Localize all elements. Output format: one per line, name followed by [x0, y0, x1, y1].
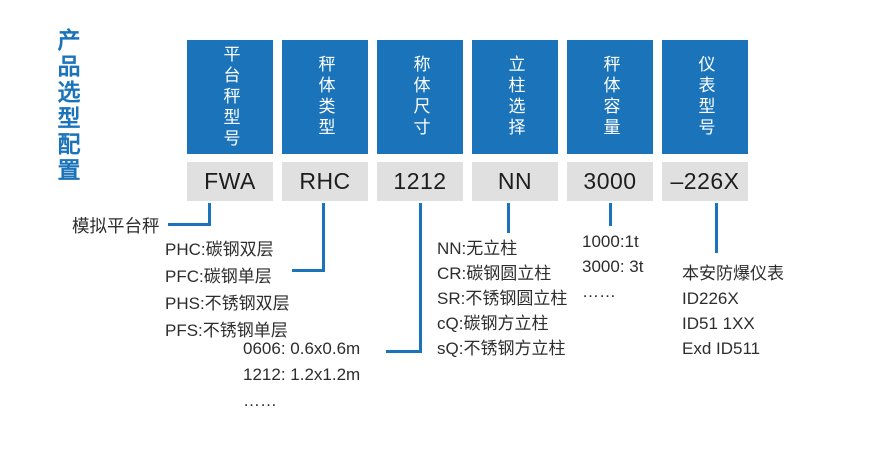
body-type-options-list: PHC:碳钢双层 PFC:碳钢单层 PHS:不锈钢双层 PFS:不锈钢单层	[165, 236, 290, 344]
indicator-option: Exd ID511	[682, 339, 761, 358]
header-weighing-body-size: 称体尺寸	[377, 40, 463, 154]
header-indicator-model-label: 仪表型号	[695, 55, 715, 139]
size-option: 0606: 0.6x0.6m	[243, 339, 361, 358]
capacity-option: ……	[582, 282, 616, 301]
page-title: 产品选型配置	[54, 28, 80, 184]
connector-col3-vertical	[419, 203, 422, 353]
code-cell-column-selection: NN	[472, 162, 558, 201]
indicator-option: ID226X	[682, 289, 739, 308]
column-options-list: NN:无立柱 CR:碳钢圆立柱 SR:不锈钢圆立柱 cQ:碳钢方立柱 sQ:不锈…	[437, 236, 567, 361]
connector-col1-horizontal	[168, 223, 211, 226]
body-type-option: PFC:碳钢单层	[165, 267, 272, 286]
indicator-options-list: 本安防爆仪表 ID226X ID51 1XX Exd ID511	[682, 261, 784, 361]
connector-col2-horizontal	[292, 269, 325, 272]
column-option: CR:碳钢圆立柱	[437, 264, 552, 283]
header-scale-body-capacity: 秤体容量	[567, 40, 653, 154]
header-indicator-model: 仪表型号	[662, 40, 748, 154]
code-cell-scale-body-type: RHC	[282, 162, 368, 201]
column-option: SR:不锈钢圆立柱	[437, 289, 568, 308]
body-type-option: PHC:碳钢双层	[165, 240, 274, 259]
header-weighing-body-size-label: 称体尺寸	[410, 55, 430, 139]
indicator-option: 本安防爆仪表	[682, 264, 784, 283]
header-column-selection: 立柱选择	[472, 40, 558, 154]
code-cell-indicator-model: –226X	[662, 162, 748, 201]
connector-col3-horizontal	[386, 350, 422, 353]
connector-col1-vertical	[208, 203, 211, 226]
connector-col5-vertical	[609, 203, 612, 226]
platform-type-label: 模拟平台秤	[72, 216, 160, 236]
header-scale-body-type: 秤体类型	[282, 40, 368, 154]
capacity-options-list: 1000:1t 3000: 3t ……	[582, 229, 643, 304]
header-scale-body-type-label: 秤体类型	[315, 55, 335, 139]
header-platform-scale-model-label: 平台秤型号	[220, 44, 240, 150]
body-type-option: PFS:不锈钢单层	[165, 321, 288, 340]
code-cell-weighing-body-size: 1212	[377, 162, 463, 201]
code-cell-platform-scale-model: FWA	[187, 162, 273, 201]
column-option: sQ:不锈钢方立柱	[437, 339, 566, 358]
size-option: ……	[243, 391, 277, 410]
body-type-option: PHS:不锈钢双层	[165, 294, 290, 313]
header-platform-scale-model: 平台秤型号	[187, 40, 273, 154]
column-option: NN:无立柱	[437, 239, 518, 258]
connector-col6-vertical	[715, 203, 718, 253]
connector-col2-vertical	[322, 203, 325, 272]
connector-col4-vertical	[507, 203, 510, 233]
header-scale-body-capacity-label: 秤体容量	[600, 55, 620, 139]
size-option: 1212: 1.2x1.2m	[243, 365, 361, 384]
column-option: cQ:碳钢方立柱	[437, 314, 549, 333]
header-column-selection-label: 立柱选择	[505, 55, 525, 139]
code-cell-scale-body-capacity: 3000	[567, 162, 653, 201]
capacity-option: 1000:1t	[582, 232, 639, 251]
capacity-option: 3000: 3t	[582, 257, 644, 276]
indicator-option: ID51 1XX	[682, 314, 755, 333]
size-options-list: 0606: 0.6x0.6m 1212: 1.2x1.2m ……	[243, 336, 360, 414]
